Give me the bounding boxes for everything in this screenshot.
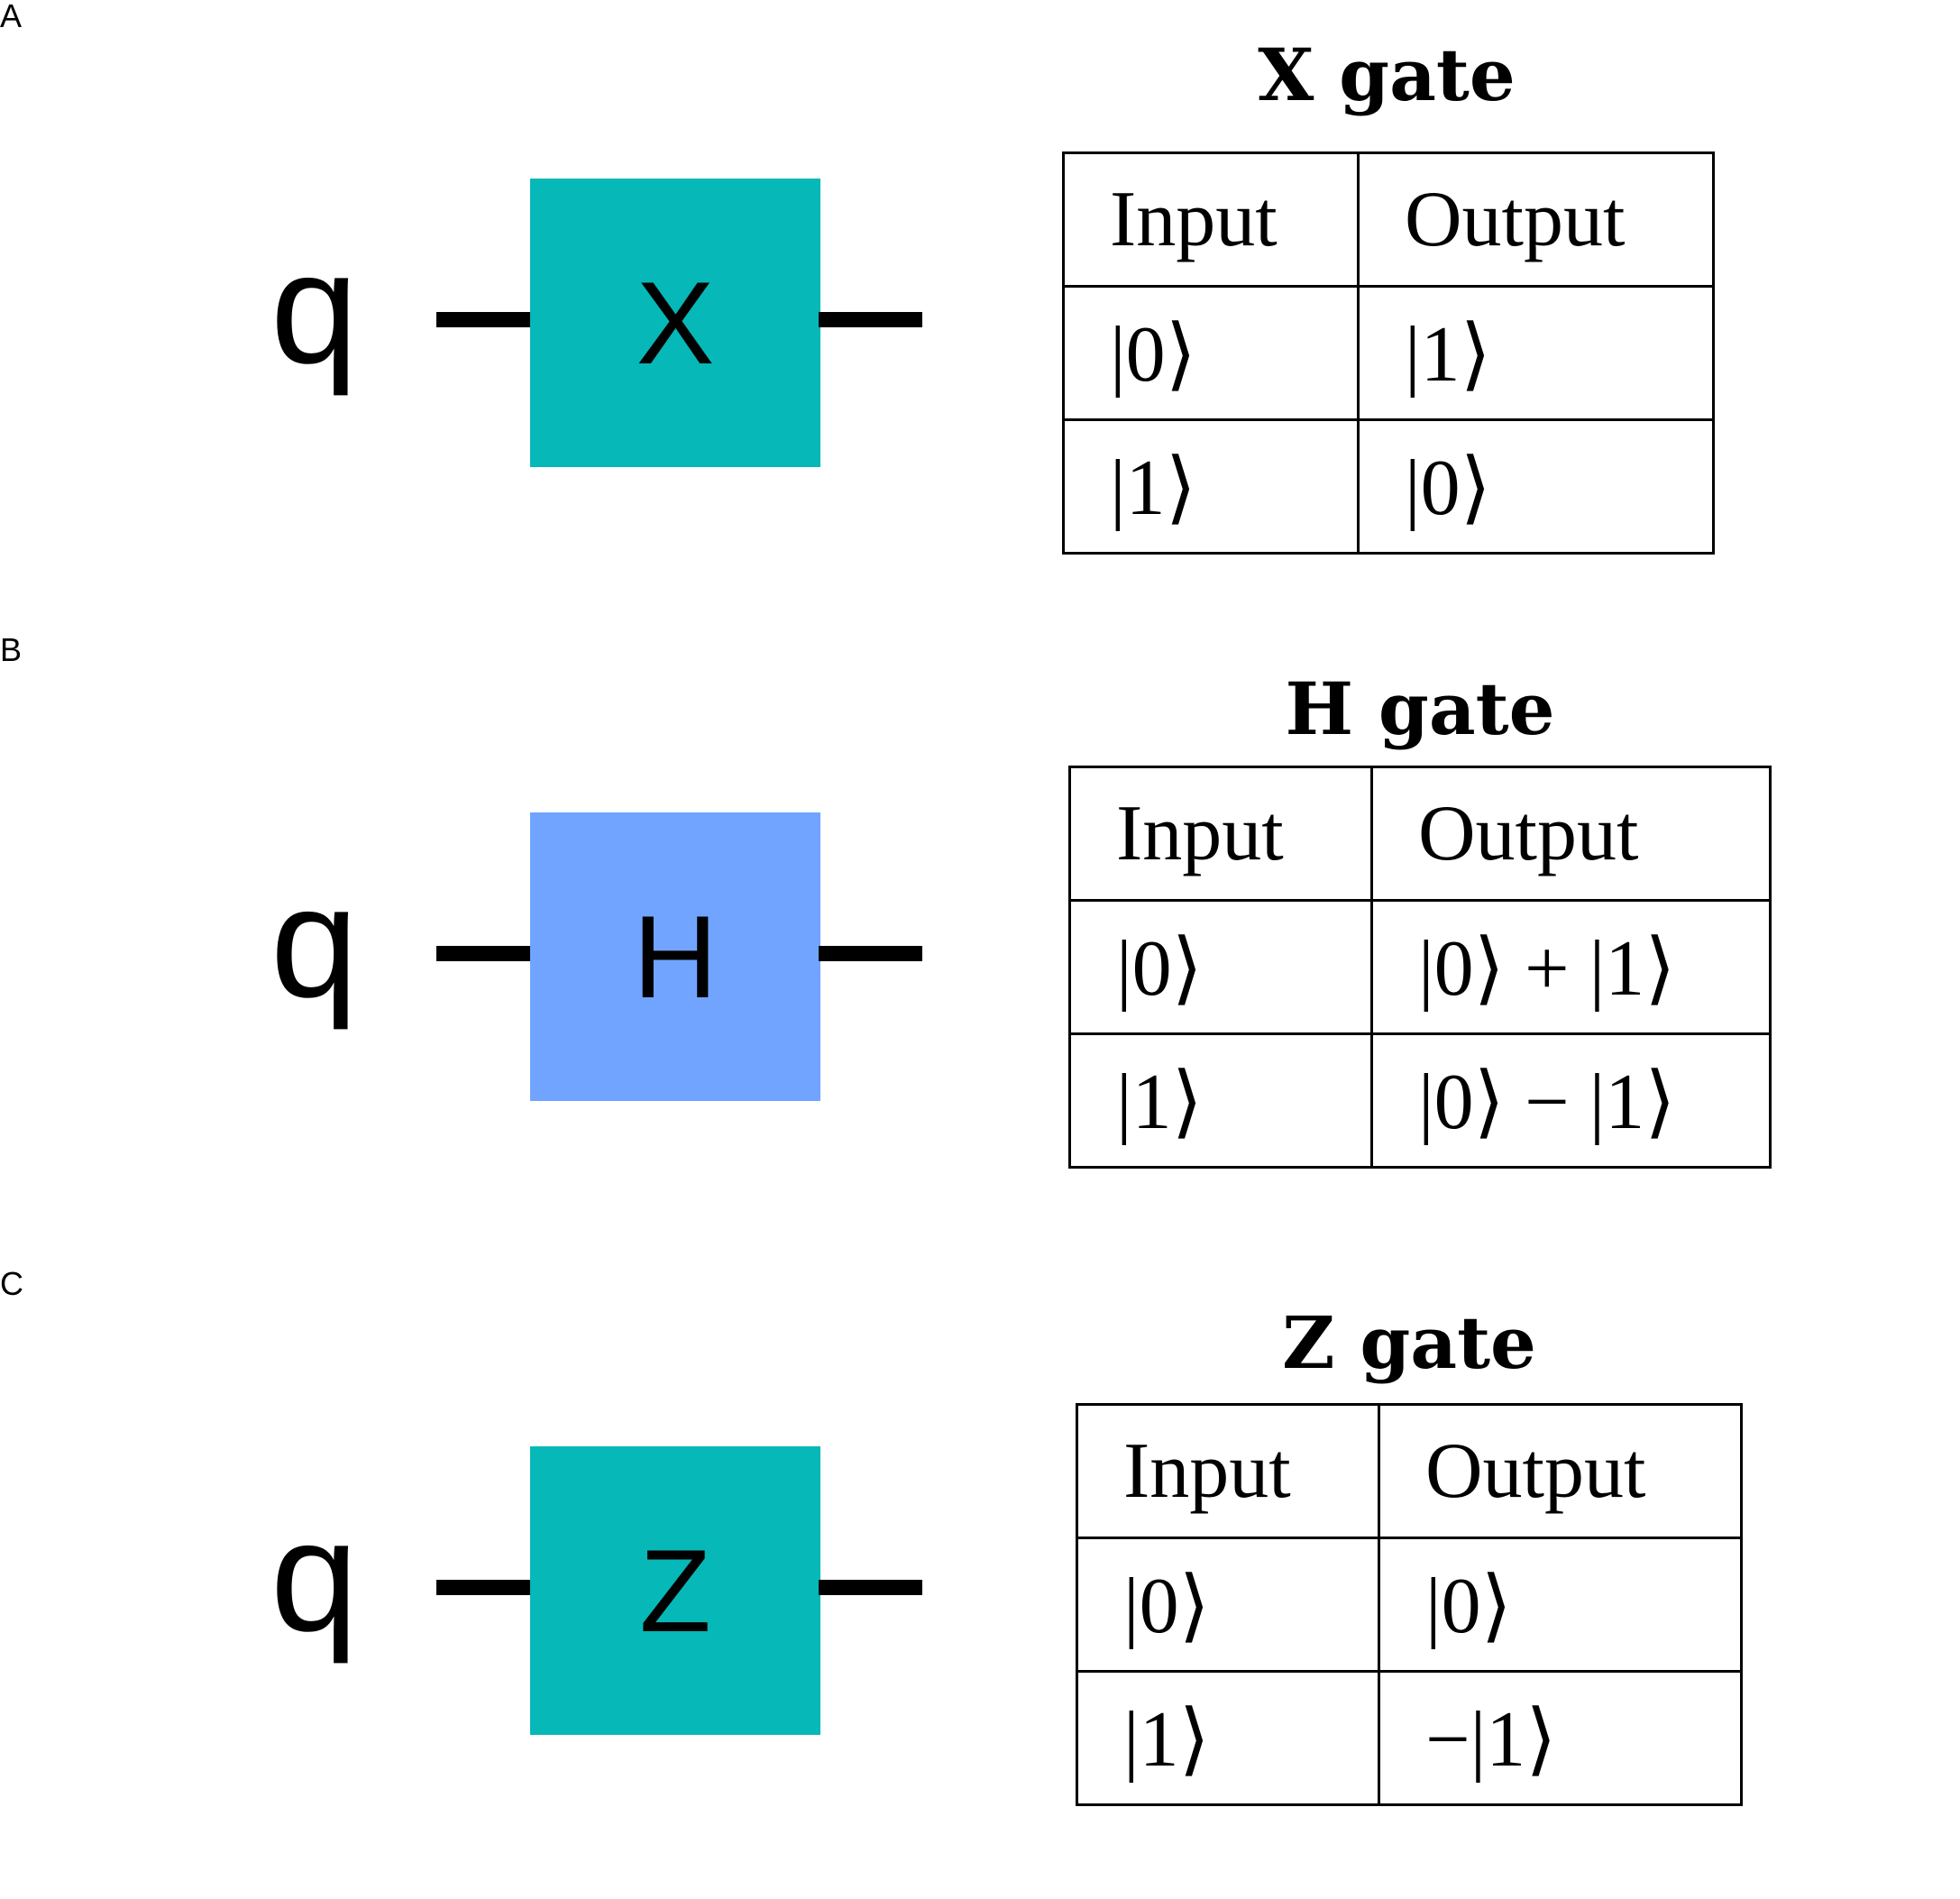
header-output: Output	[1357, 151, 1715, 288]
header-input: Input	[1062, 151, 1360, 288]
gate-box: H	[530, 812, 820, 1101]
gate-symbol: Z	[639, 1525, 711, 1656]
table-row: |0⟩ |1⟩	[1062, 285, 1715, 421]
table-title: Z gate	[1282, 1300, 1536, 1385]
table-row: |1⟩ −|1⟩	[1076, 1670, 1743, 1806]
table-header-row: Input Output	[1062, 151, 1715, 288]
gate-box: X	[530, 179, 820, 467]
input-cell: |0⟩	[1076, 1537, 1380, 1673]
input-cell: |1⟩	[1062, 418, 1360, 555]
header-output: Output	[1378, 1403, 1743, 1539]
gate-symbol: H	[633, 891, 718, 1023]
input-wire	[436, 946, 530, 961]
input-cell: |0⟩	[1068, 899, 1373, 1035]
header-input: Input	[1068, 766, 1373, 902]
qubit-label: q	[270, 1489, 359, 1665]
panel-a: A q X X gate Input Output |0⟩ |1⟩ |1⟩ |0…	[0, 0, 1960, 631]
input-wire	[436, 312, 530, 327]
gate-box: Z	[530, 1446, 820, 1735]
qubit-label: q	[270, 221, 359, 397]
output-wire	[819, 312, 922, 327]
panel-letter: A	[0, 0, 23, 34]
output-cell: |0⟩ + |1⟩	[1370, 899, 1772, 1035]
output-cell: |0⟩	[1378, 1537, 1743, 1673]
truth-table: Input Output |0⟩ |1⟩ |1⟩ |0⟩	[1062, 151, 1715, 555]
table-title: X gate	[1258, 32, 1516, 117]
panel-b: B q H H gate Input Output |0⟩ |0⟩ + |1⟩ …	[0, 634, 1960, 1265]
input-wire	[436, 1580, 530, 1595]
output-cell: −|1⟩	[1378, 1670, 1743, 1806]
panel-c: C q Z Z gate Input Output |0⟩ |0⟩ |1⟩ −|…	[0, 1268, 1960, 1899]
output-cell: |0⟩	[1357, 418, 1715, 555]
table-row: |0⟩ |0⟩	[1076, 1537, 1743, 1673]
input-cell: |1⟩	[1076, 1670, 1380, 1806]
table-title: H gate	[1285, 666, 1555, 751]
truth-table: Input Output |0⟩ |0⟩ + |1⟩ |1⟩ |0⟩ − |1⟩	[1068, 766, 1772, 1169]
header-output: Output	[1370, 766, 1772, 902]
input-cell: |0⟩	[1062, 285, 1360, 421]
table-row: |1⟩ |0⟩	[1062, 418, 1715, 555]
panel-letter: B	[0, 631, 23, 668]
output-cell: |1⟩	[1357, 285, 1715, 421]
input-cell: |1⟩	[1068, 1032, 1373, 1169]
table-header-row: Input Output	[1076, 1403, 1743, 1539]
panel-letter: C	[0, 1265, 23, 1302]
table-row: |1⟩ |0⟩ − |1⟩	[1068, 1032, 1772, 1169]
output-wire	[819, 946, 922, 961]
output-wire	[819, 1580, 922, 1595]
output-cell: |0⟩ − |1⟩	[1370, 1032, 1772, 1169]
qubit-label: q	[270, 855, 359, 1031]
table-row: |0⟩ |0⟩ + |1⟩	[1068, 899, 1772, 1035]
truth-table: Input Output |0⟩ |0⟩ |1⟩ −|1⟩	[1076, 1403, 1743, 1806]
gate-symbol: X	[636, 257, 715, 389]
table-header-row: Input Output	[1068, 766, 1772, 902]
header-input: Input	[1076, 1403, 1380, 1539]
